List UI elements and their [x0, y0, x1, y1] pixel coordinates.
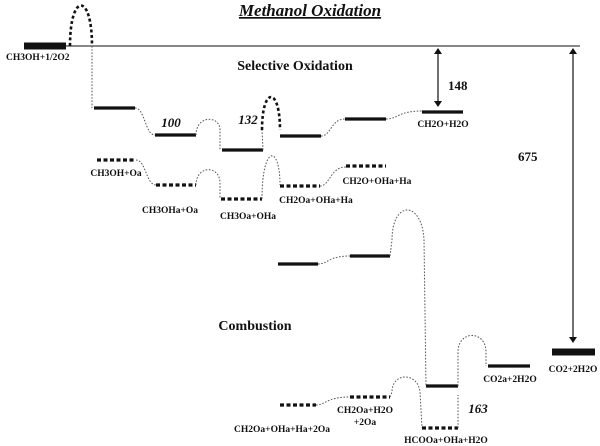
connector-dashed-1	[135, 159, 157, 186]
connector-selective-5	[385, 110, 423, 120]
transition-state-adsorption	[68, 4, 94, 47]
species-label-ch3oa-oha: CH3Oa+OHa	[220, 212, 276, 222]
connector-combustion-dashed-1	[315, 396, 351, 406]
barrier-label-132: 132	[238, 112, 258, 127]
barrier-label-163: 163	[468, 401, 488, 416]
arrow-675-head-down	[569, 337, 577, 343]
connector-combustion-1	[317, 255, 351, 265]
combustion-label: Combustion	[218, 319, 291, 334]
connector-combustion-dashed-2	[389, 376, 423, 429]
species-label-ch2oa-oha-ha-2oa: CH2Oa+OHa+Ha+2Oa	[234, 425, 330, 435]
connector-selective-3a	[261, 129, 264, 151]
selective-oxidation-label: Selective Oxidation	[237, 59, 353, 74]
species-label-ch2oa-h2o-line2: +2Oa	[354, 418, 377, 428]
arrow-675-head-up	[569, 48, 577, 54]
species-label-ch3oh-oa: CH3OH+Oa	[90, 169, 142, 179]
connector-selective-1	[134, 107, 156, 136]
species-label-ch2o-oha-ha: CH2O+OHa+Ha	[343, 177, 412, 187]
connector-dashed-2	[195, 169, 221, 199]
energy-label-675: 675	[518, 149, 538, 164]
species-label-co2-2h2o: CO2+2H2O	[549, 365, 598, 375]
species-label-hcooa-oha-h2o: HCOOa+OHa+H2O	[404, 436, 488, 446]
species-label-start: CH3OH+1/2O2	[6, 53, 70, 63]
connector-combustion-3	[457, 335, 487, 386]
connector-dashed-3	[261, 155, 281, 200]
species-label-ch2oa-oha-ha: CH2Oa+OHa+Ha	[279, 196, 353, 206]
diagram-title: Methanol Oxidation	[238, 1, 381, 20]
species-label-ch3oha-oa: CH3OHa+Oa	[142, 206, 198, 216]
transition-state-132	[260, 95, 282, 131]
energy-label-148: 148	[448, 78, 468, 93]
connector-dashed-4	[319, 166, 347, 187]
barrier-label-100: 100	[161, 115, 181, 130]
connector-combustion-2	[389, 209, 427, 387]
species-label-ch2o-h2o: CH2O+H2O	[417, 120, 468, 130]
connector-selective-2	[195, 118, 221, 150]
connector-selective-4	[320, 118, 346, 137]
species-label-ch2oa-h2o-line1: CH2Oa+H2O	[337, 406, 393, 416]
arrow-148-head-down	[434, 101, 442, 107]
species-label-co2a-2h2o: CO2a+2H2O	[483, 375, 536, 385]
arrow-148-head-up	[434, 48, 442, 54]
